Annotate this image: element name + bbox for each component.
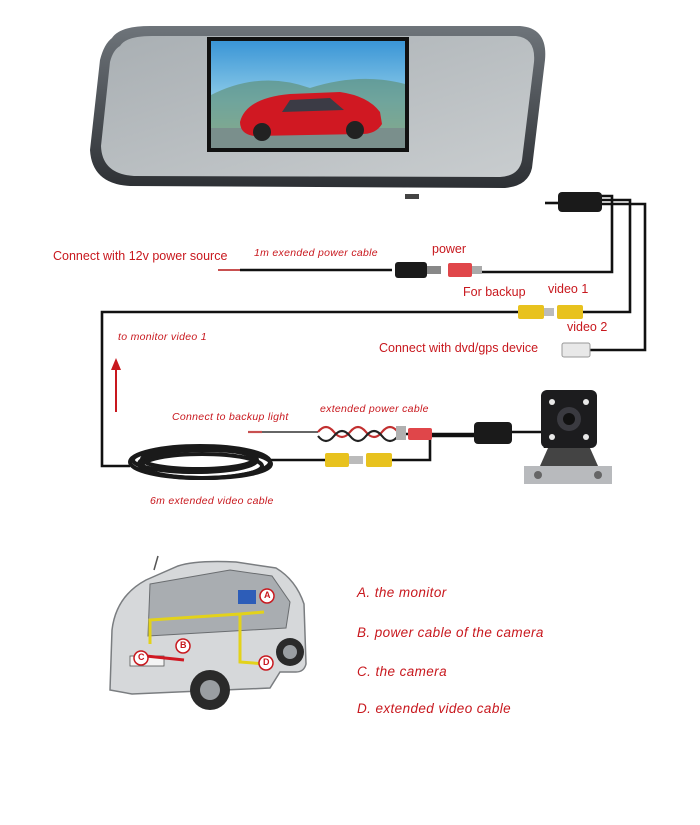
label-power: power bbox=[432, 242, 467, 256]
red-arrow-up-icon bbox=[111, 358, 121, 412]
rca-video1-connector bbox=[518, 305, 583, 319]
label-power-source: Connect with 12v power source bbox=[53, 249, 228, 263]
rca-camera-connector bbox=[325, 453, 392, 467]
label-6m-video-cable: 6m extended video cable bbox=[150, 495, 274, 507]
legend-item-c: C. the camera bbox=[357, 664, 447, 679]
label-dvd-gps: Connect with dvd/gps device bbox=[379, 341, 539, 355]
label-backup-light: Connect to backup light bbox=[172, 411, 289, 423]
cable-coil bbox=[128, 444, 273, 480]
label-video-2: video 2 bbox=[567, 320, 608, 334]
car-tag-d: D bbox=[263, 657, 270, 667]
power-connector bbox=[218, 262, 482, 278]
backup-camera-icon bbox=[524, 390, 612, 484]
label-for-backup: For backup bbox=[463, 285, 526, 299]
camera-connector bbox=[474, 422, 512, 444]
mirror-connector bbox=[558, 192, 602, 212]
car-tag-c: C bbox=[138, 652, 145, 662]
label-1m-power-cable: 1m exended power cable bbox=[254, 247, 378, 259]
car-tag-b: B bbox=[180, 640, 187, 650]
label-to-monitor: to monitor video 1 bbox=[118, 331, 207, 343]
mirror-monitor-icon bbox=[90, 26, 546, 199]
car-tag-a: A bbox=[264, 590, 271, 600]
cables bbox=[100, 194, 647, 468]
red-power-wire bbox=[248, 425, 432, 443]
legend-item-a: A. the monitor bbox=[357, 585, 447, 600]
label-video-1: video 1 bbox=[548, 282, 589, 296]
legend-item-b: B. power cable of the camera bbox=[357, 625, 544, 640]
rca-video2-connector bbox=[561, 342, 591, 358]
car-illustration-icon bbox=[109, 555, 307, 710]
label-extended-power-cable: extended power cable bbox=[320, 403, 429, 415]
legend-item-d: D. extended video cable bbox=[357, 701, 512, 716]
